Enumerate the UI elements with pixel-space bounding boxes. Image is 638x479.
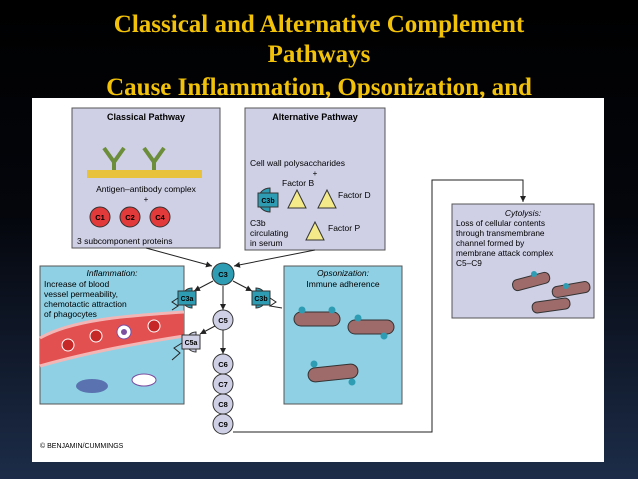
copyright-credit: © BENJAMIN/CUMMINGS bbox=[40, 442, 124, 450]
classical-pathway-panel: Classical Pathway Antigen–antibody compl… bbox=[71, 107, 221, 249]
svg-text:C6: C6 bbox=[218, 360, 228, 369]
polysaccharides-label: Cell wall polysaccharides bbox=[250, 158, 345, 168]
c3b-icon: C3b bbox=[257, 187, 279, 213]
cytolysis-line-2: through transmembrane bbox=[456, 228, 545, 238]
opsonized-bacteria-icon bbox=[293, 306, 395, 386]
complement-diagram: Classical Pathway Antigen–antibody compl… bbox=[32, 98, 604, 462]
factor-p-label: Factor P bbox=[328, 223, 360, 233]
c5-node: C5 bbox=[212, 309, 234, 331]
svg-text:C3b: C3b bbox=[261, 198, 274, 205]
c8-node: C8 bbox=[212, 393, 234, 415]
opsonization-panel: Opsonization: Immune adherence bbox=[283, 265, 403, 405]
alternative-pathway-panel: Alternative Pathway Cell wall polysaccha… bbox=[244, 107, 386, 251]
cytolysis-line-4: membrane attack complex bbox=[456, 248, 554, 258]
inflammation-line-1: Increase of blood bbox=[44, 279, 109, 289]
svg-text:C5: C5 bbox=[218, 316, 228, 325]
inflammation-line-3: chemotactic attraction bbox=[44, 299, 127, 309]
factor-b-triangle bbox=[287, 188, 307, 209]
c3b-circulating-line-3: in serum bbox=[250, 238, 283, 248]
cytolysis-panel: Cytolysis: Loss of cellular contents thr… bbox=[451, 203, 595, 319]
c6-node: C6 bbox=[212, 353, 234, 375]
inflammation-line-2: vessel permeability, bbox=[44, 289, 118, 299]
blood-vessel-icon bbox=[39, 310, 185, 393]
svg-text:C1: C1 bbox=[95, 213, 105, 222]
svg-text:C9: C9 bbox=[218, 420, 228, 429]
cytolysis-connector bbox=[233, 179, 526, 433]
complement-cascade: C3 C3a C3b C5 C5a C6 bbox=[145, 179, 526, 435]
slide-title-line-3: Cause Inflammation, Opsonization, and bbox=[106, 74, 532, 101]
c5a-node: C5a bbox=[181, 331, 201, 353]
subcomponent-proteins-label: 3 subcomponent proteins bbox=[77, 236, 172, 246]
svg-text:C3: C3 bbox=[218, 270, 228, 279]
c3b-circulating-line-1: C3b bbox=[250, 218, 266, 228]
factor-d-label: Factor D bbox=[338, 190, 371, 200]
protein-c1: C1 bbox=[89, 206, 111, 228]
factor-p-triangle bbox=[305, 220, 325, 241]
svg-text:C2: C2 bbox=[125, 213, 135, 222]
alternative-heading: Alternative Pathway bbox=[272, 112, 358, 122]
antigen-antibody-complex-label: Antigen–antibody complex bbox=[96, 184, 196, 194]
slide-title-line-1: Classical and Alternative Complement bbox=[113, 11, 525, 38]
c3b-circulating-line-2: circulating bbox=[250, 228, 289, 238]
slide-title-line-2: Pathways bbox=[267, 41, 371, 68]
c7-node: C7 bbox=[212, 373, 234, 395]
c3a-node: C3a bbox=[177, 287, 197, 309]
diagram-canvas: Classical Pathway Antigen–antibody compl… bbox=[39, 107, 595, 450]
svg-text:C4: C4 bbox=[155, 213, 165, 222]
cytolysis-heading: Cytolysis: bbox=[505, 208, 542, 218]
protein-c2: C2 bbox=[119, 206, 141, 228]
factor-d-triangle bbox=[317, 188, 337, 209]
cytolysis-line-5: C5–C9 bbox=[456, 258, 482, 268]
classical-plus: + bbox=[144, 195, 149, 204]
inflammation-panel: Inflammation: Increase of blood vessel p… bbox=[39, 265, 185, 405]
inflammation-line-4: of phagocytes bbox=[44, 309, 97, 319]
c9-node: C9 bbox=[212, 413, 234, 435]
factor-b-label: Factor B bbox=[282, 178, 314, 188]
alternative-plus: + bbox=[313, 169, 318, 178]
svg-text:C8: C8 bbox=[218, 400, 228, 409]
c3-node: C3 bbox=[211, 262, 235, 286]
svg-text:C3b: C3b bbox=[254, 296, 267, 303]
antibody-icon bbox=[102, 146, 166, 170]
cytolysis-line-1: Loss of cellular contents bbox=[456, 218, 545, 228]
svg-text:C5a: C5a bbox=[185, 340, 198, 347]
lysed-cell-icon bbox=[511, 271, 591, 314]
inflammation-heading: Inflammation: bbox=[86, 268, 138, 278]
antigen-bar bbox=[87, 170, 202, 178]
opsonization-heading: Opsonization: bbox=[317, 268, 370, 278]
svg-text:C3a: C3a bbox=[181, 296, 194, 303]
svg-text:C7: C7 bbox=[218, 380, 228, 389]
opsonization-text: Immune adherence bbox=[306, 279, 380, 289]
c3b-node: C3b bbox=[251, 287, 271, 309]
classical-heading: Classical Pathway bbox=[107, 112, 185, 122]
cytolysis-line-3: channel formed by bbox=[456, 238, 525, 248]
cytolysis-panel-bg bbox=[451, 203, 595, 319]
protein-c4: C4 bbox=[149, 206, 171, 228]
